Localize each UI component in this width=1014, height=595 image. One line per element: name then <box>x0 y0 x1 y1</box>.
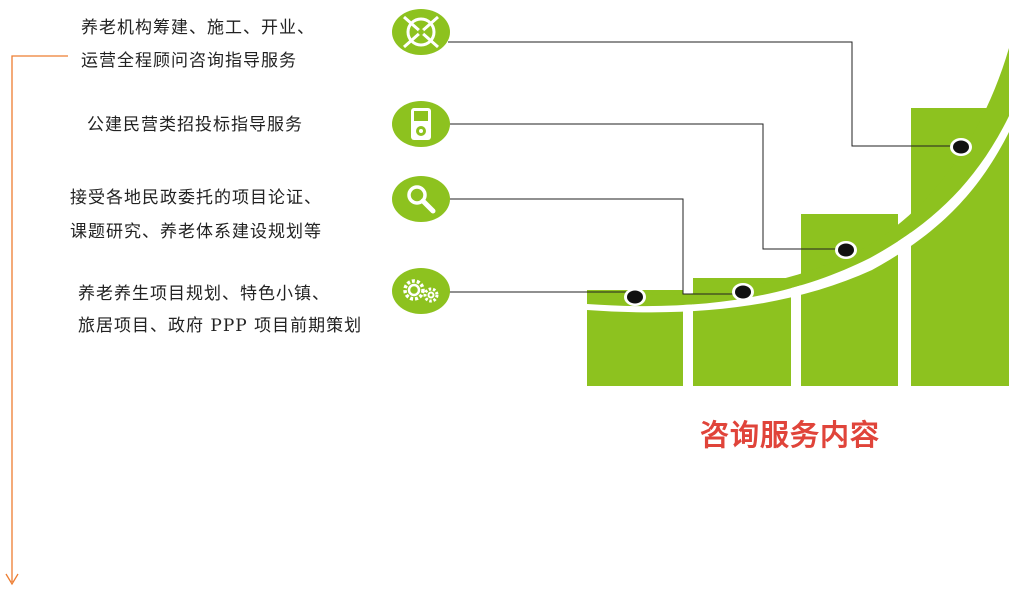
item-4-line-1: 养老养生项目规划、特色小镇、 <box>78 284 330 304</box>
connector-1 <box>448 41 958 147</box>
connector-3 <box>448 198 740 295</box>
search-icon <box>392 176 450 222</box>
left-arrow-head <box>5 573 19 586</box>
item-1-line-2: 运营全程顾问咨询指导服务 <box>81 51 297 71</box>
ipod-icon <box>392 101 450 147</box>
left-arrow-line <box>11 55 68 582</box>
item-4-line-2: 旅居项目、政府 PPP 项目前期策划 <box>78 316 363 336</box>
curve-dots <box>624 138 972 306</box>
connector-2 <box>448 123 844 250</box>
compass-icon <box>392 9 450 55</box>
item-3-line-2: 课题研究、养老体系建设规划等 <box>70 222 322 242</box>
gears-icon <box>392 268 450 314</box>
item-1-line-1: 养老机构筹建、施工、开业、 <box>81 18 315 38</box>
item-3-line-1: 接受各地民政委托的项目论证、 <box>70 188 322 208</box>
diagram-title: 咨询服务内容 <box>700 418 881 452</box>
item-2-line-1: 公建民营类招投标指导服务 <box>87 115 303 135</box>
